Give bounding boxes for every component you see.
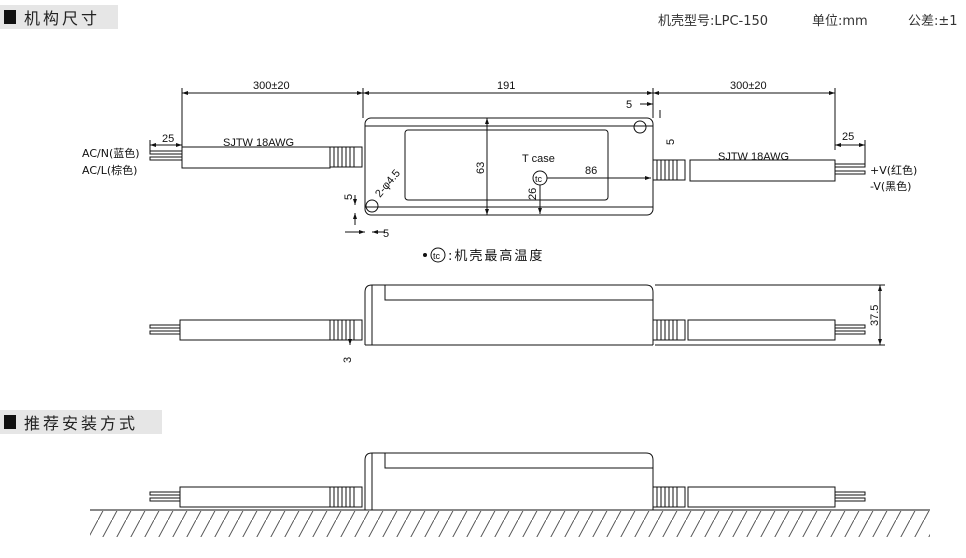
surface-hatch (90, 511, 930, 537)
dim-hole-x: 5 (383, 228, 389, 240)
dim-tc-y: 26 (527, 188, 539, 200)
dim-hole: 2-φ4.5 (373, 168, 403, 200)
psu-mounting-view (149, 452, 866, 510)
psu-side-view (149, 284, 885, 346)
legend-tc-icon (430, 247, 446, 263)
label-ac-n: AC/N(蓝色) (82, 146, 140, 160)
cable-left-label: SJTW 18AWG (223, 137, 294, 149)
dim-hole-y-right: 5 (665, 139, 677, 145)
tc-symbol: tc (535, 174, 543, 184)
section-title-text: 机构尺寸 (24, 9, 101, 28)
top-dimensions (149, 88, 866, 165)
section-title-dimensions: 机构尺寸 (0, 5, 118, 29)
dim-flange: 3 (342, 357, 354, 363)
legend-bullet (423, 253, 427, 257)
dim-hole-y: 5 (343, 194, 355, 200)
dim-strip-right: 25 (842, 131, 854, 143)
dim-case-width: 63 (475, 162, 487, 174)
legend-tc-symbol: tc (433, 251, 441, 261)
cable-right-label: SJTW 18AWG (718, 151, 789, 163)
dim-height: 37.5 (869, 305, 881, 326)
section-title-mounting: 推荐安装方式 (0, 410, 162, 434)
dim-strip-left: 25 (162, 133, 174, 145)
dim-case-length: 191 (497, 80, 515, 92)
dim-tc-x: 86 (585, 165, 597, 177)
label-v-plus: +V(红色) (870, 163, 917, 177)
dim-left-cable: 300±20 (253, 80, 290, 92)
legend-text: :机壳最高温度 (448, 248, 544, 264)
tolerance-label: 公差:±1 (908, 14, 958, 29)
dim-hole-x-right: 5 (626, 99, 632, 111)
psu-top-view (149, 102, 866, 234)
label-v-minus: -V(黑色) (870, 179, 911, 193)
unit-label: 单位:mm (812, 14, 868, 29)
tcase-label: T case (522, 153, 555, 165)
label-ac-l: AC/L(棕色) (82, 163, 137, 177)
dim-right-cable: 300±20 (730, 80, 767, 92)
tc-marker (532, 170, 548, 186)
section-title-text: 推荐安装方式 (24, 414, 139, 433)
model-label: 机壳型号:LPC-150 (658, 14, 769, 29)
